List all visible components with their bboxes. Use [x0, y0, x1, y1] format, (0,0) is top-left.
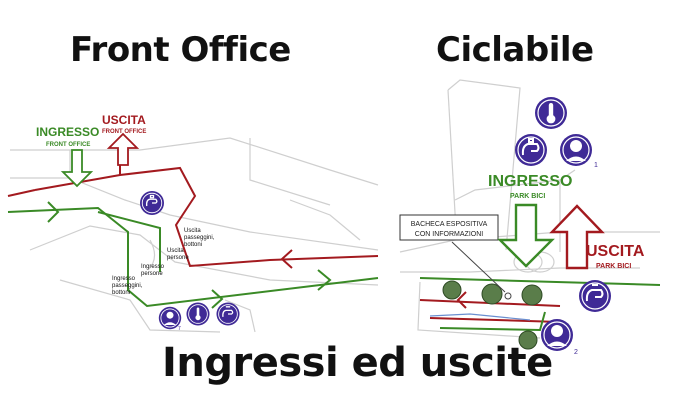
ciclabile-blue-path [429, 313, 531, 321]
mask-person-icon [540, 318, 574, 352]
hand-sanitize-icon [139, 190, 165, 216]
label-uscita-passeggini: Uscita passeggini, bottoni [184, 228, 216, 248]
front-office-green-arrow-1 [47, 201, 60, 223]
thermometer-icon [534, 96, 568, 130]
ciclabile-uscita-label: USCITA [586, 243, 645, 260]
bacheca-line-1: BACHECA ESPOSITIVA [411, 221, 488, 228]
front-office-map: INGRESSO FRONT OFFICE USCITA FRONT OFFIC… [7, 113, 379, 333]
hand-wash-icon [216, 302, 240, 326]
front-office-ingresso-label: INGRESSO [36, 125, 99, 139]
label-uscita-persone: Uscita persone [167, 248, 189, 261]
front-office-green-arrow-2 [317, 269, 332, 291]
label-ingresso-persone: Ingresso persone [141, 264, 166, 277]
ingressi-uscite-title: Ingressi ed uscite [162, 340, 553, 386]
front-office-uscita-label: USCITA [102, 113, 146, 127]
front-office-red-arrow-1 [280, 249, 293, 269]
ciclabile-uscita-arrow [549, 204, 605, 270]
ciclabile-ingresso-arrow [497, 203, 555, 268]
thermometer-icon [186, 302, 210, 326]
bacheca-marker [504, 292, 512, 300]
ciclabile-ingresso-sub: PARK BICI [510, 193, 545, 200]
ciclabile-title: Ciclabile [436, 30, 594, 70]
bacheca-line-2: CON INFORMAZIONI [415, 231, 483, 238]
hand-wash-icon [578, 279, 612, 313]
ciclabile-bushes [442, 280, 543, 350]
ciclabile-icon-footnote-1: 1 [594, 162, 598, 169]
ciclabile-routes [419, 277, 661, 332]
ciclabile-map: BACHECA ESPOSITIVA CON INFORMAZIONI INGR… [399, 79, 661, 356]
ciclabile-uscita-sub: PARK BICI [596, 263, 631, 270]
ciclabile-floorplan [399, 79, 660, 339]
front-office-uscita-route [7, 148, 379, 268]
label-ingresso-passeggini: Ingresso passeggini, bottoni [112, 276, 144, 296]
bacheca-box [399, 214, 499, 241]
front-office-icon-footnote: 7 [178, 326, 181, 332]
ciclabile-red-arrow [456, 291, 467, 309]
front-office-ingresso-arrow [60, 149, 94, 188]
front-office-green-arrow-3 [211, 289, 224, 309]
front-office-uscita-sub: FRONT OFFICE [102, 129, 146, 135]
ciclabile-icon-footnote-2: 2 [574, 349, 578, 356]
ciclabile-ingresso-label: INGRESSO [488, 173, 572, 190]
mask-person-icon [559, 133, 593, 167]
bacheca-pointer [451, 241, 506, 293]
front-office-floorplan [10, 137, 379, 333]
front-office-uscita-arrow [106, 132, 140, 166]
mask-person-icon [158, 306, 182, 330]
front-office-ingresso-sub: FRONT OFFICE [46, 142, 90, 148]
front-office-ingresso-route [7, 206, 379, 308]
hand-sanitize-icon [514, 133, 548, 167]
front-office-title: Front Office [70, 30, 291, 70]
